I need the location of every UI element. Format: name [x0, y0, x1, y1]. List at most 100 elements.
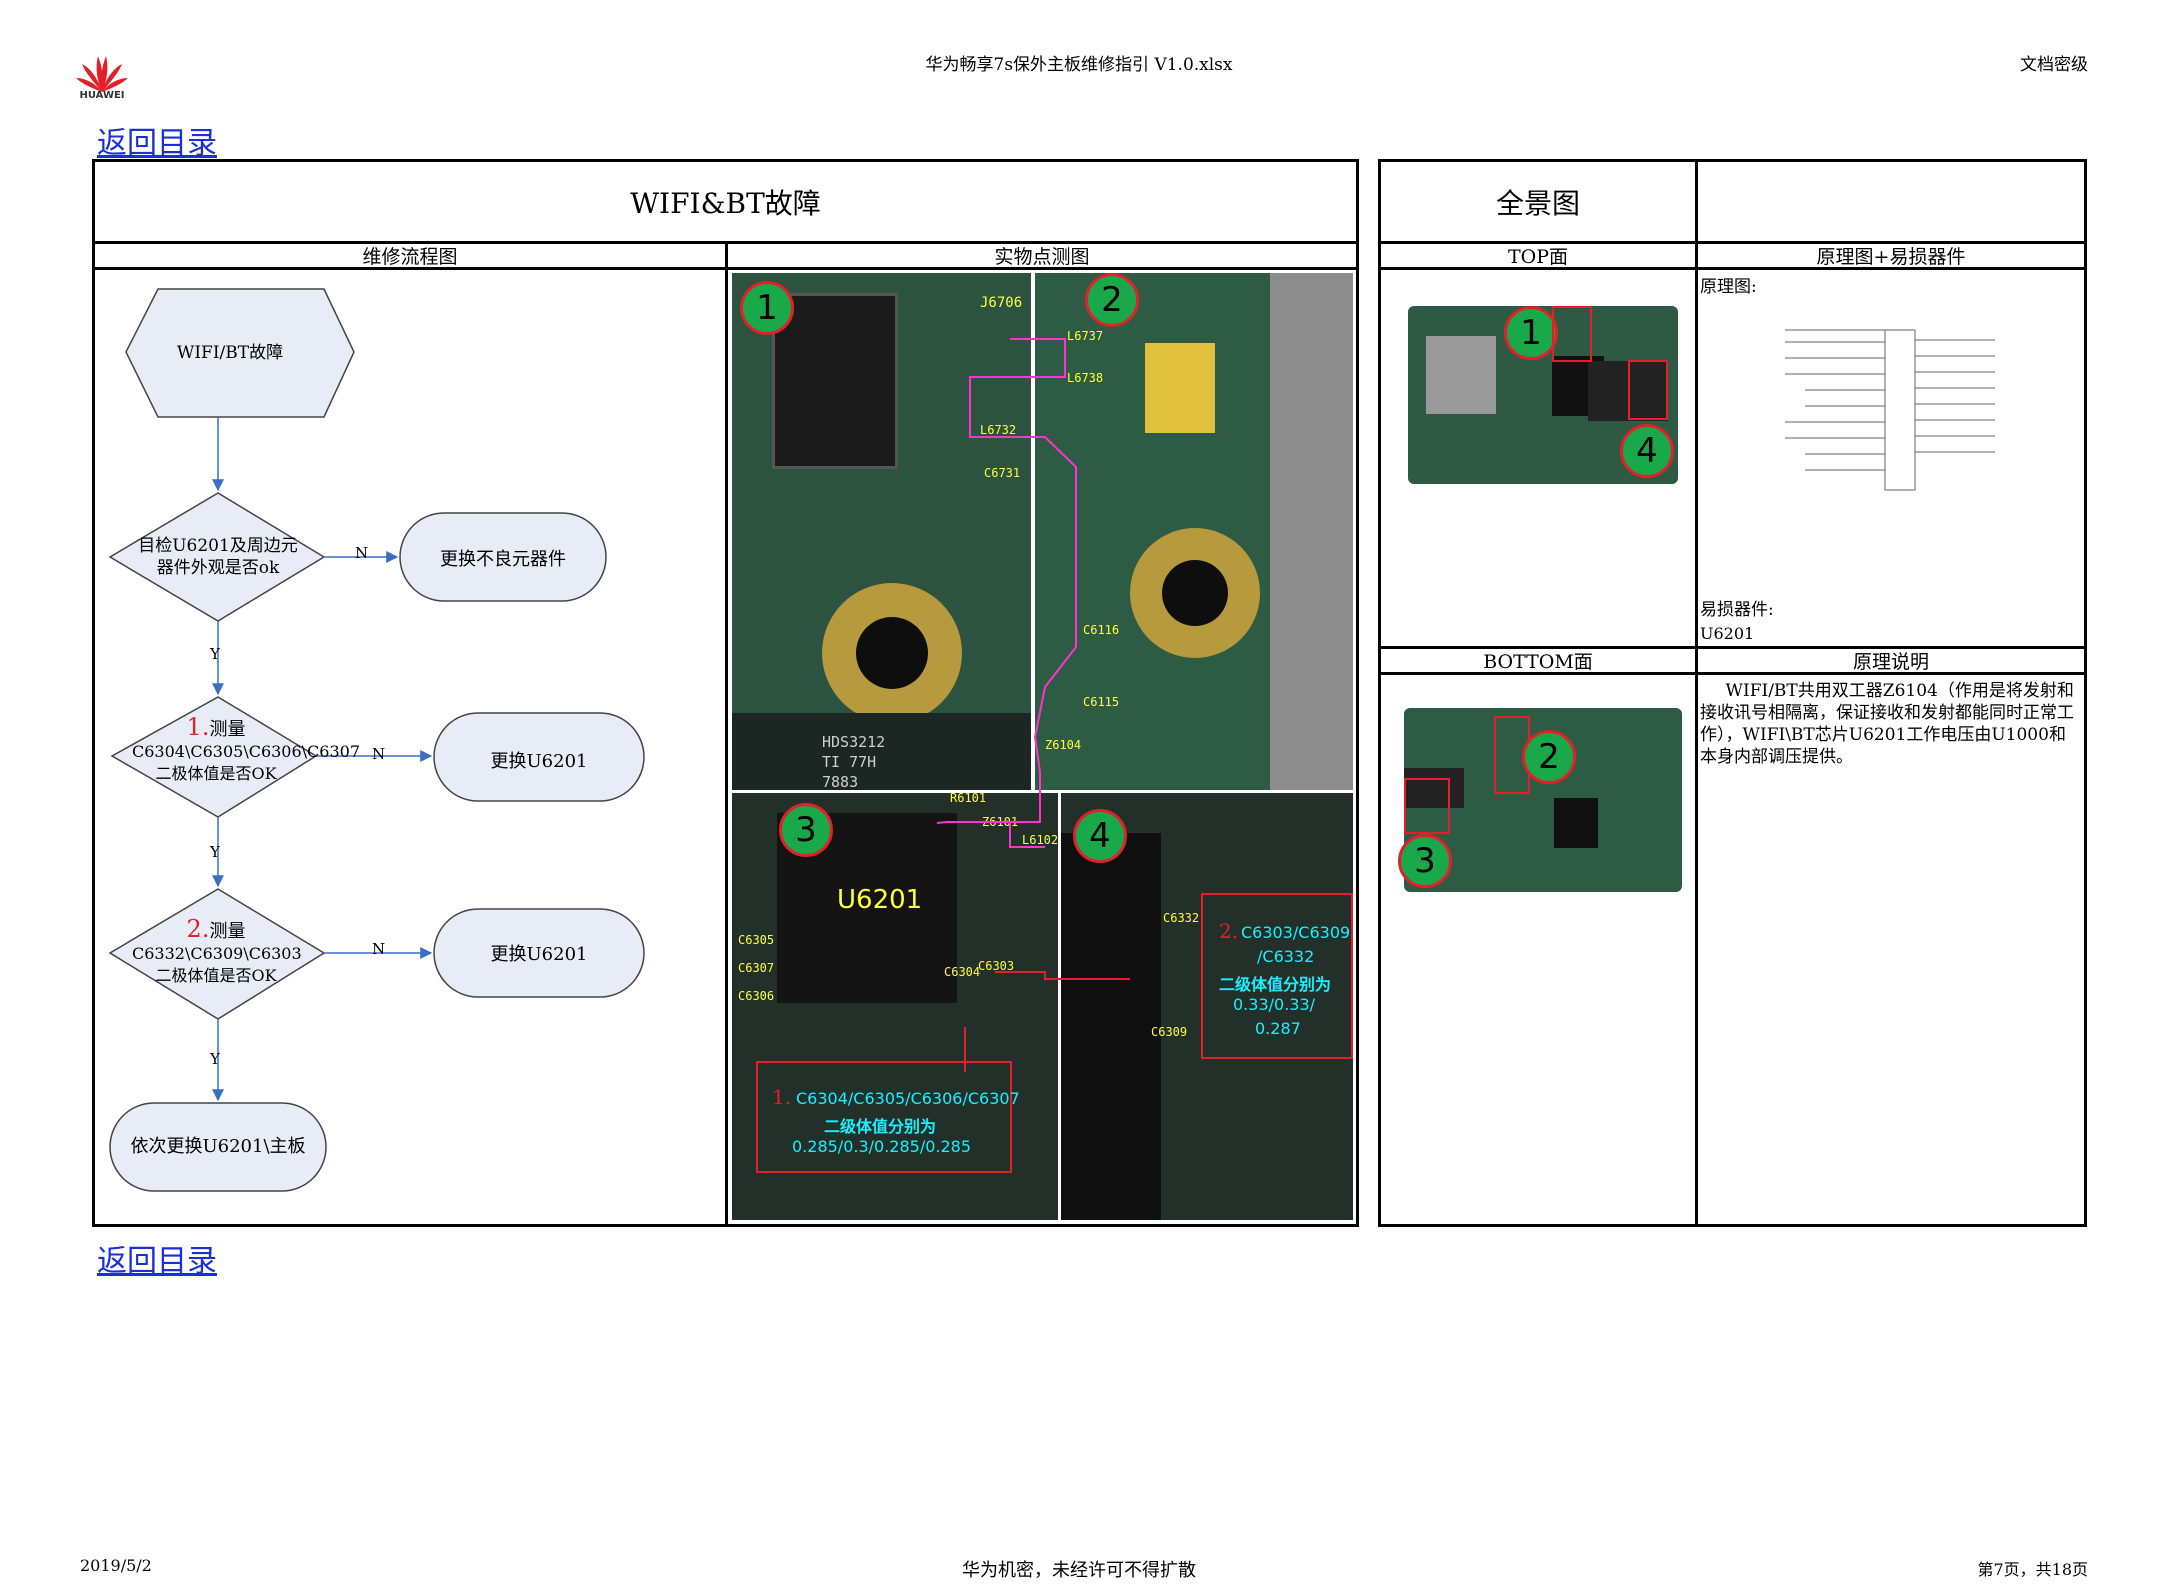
callout-1-number: 1.: [772, 1085, 792, 1109]
photo-cell: [725, 267, 1359, 1227]
logo-wordmark: HUAWEI: [79, 90, 125, 101]
photo-panel-4: 4 C6332 C6309 2. C6303/C6309 /C6332 二级体值…: [1061, 793, 1353, 1220]
silk-text-3: 7883: [822, 773, 859, 790]
photo-panel-1: HDS3212 TI 77H 7883 1 J6706 L6732 C6731: [732, 273, 1031, 790]
decision-3-number: 2.: [186, 915, 210, 943]
label-c6115: C6115: [1083, 695, 1120, 709]
label-c6305: C6305: [738, 933, 775, 947]
marker-1: 1: [740, 281, 794, 335]
callout-1-box: [756, 1061, 1012, 1173]
decision-2-number: 1.: [186, 713, 210, 741]
decision-3-detail: C6332\C6309\C6303二极体值是否OK: [132, 944, 302, 985]
security-level: 文档密级: [2020, 55, 2088, 75]
principle-header: 原理说明: [1852, 651, 1929, 673]
chip-label: U6201: [837, 885, 923, 915]
photo-panel-2: 2 L6737 L6738 C6116 C6115 Z6104: [1035, 273, 1353, 790]
panorama-title: 全景图: [1495, 186, 1580, 220]
photo-panel-3: U6201 3 R6101 Z6101 L6102 C6305 C6307 C6…: [732, 793, 1058, 1220]
schematic-label: 原理图:: [1700, 277, 1757, 297]
photo-header-cell: 实物点测图: [725, 241, 1359, 270]
decision-2-label: 测量: [209, 719, 246, 740]
label-j6706: J6706: [980, 295, 1023, 311]
flow-start-text: WIFI/BT故障: [176, 343, 284, 363]
footer-page-number: 第7页，共18页: [1977, 1560, 2088, 1579]
fault-title: WIFI&BT故障: [630, 186, 821, 220]
label-z6104: Z6104: [1045, 738, 1082, 752]
principle-text: WIFI/BT共用双工器Z6104（作用是将发射和接收讯号相隔离，保证接收和发射…: [1700, 681, 2074, 767]
document-title: 华为畅享7s保外主板维修指引 V1.0.xlsx: [925, 55, 1233, 75]
bottom-board-photo: 2 3: [1398, 708, 1682, 892]
decision-2-text: 1.测量 C6304\C6305\C6306\C6307二极体值是否OK: [132, 713, 360, 785]
photo-header: 实物点测图: [994, 246, 1090, 268]
decision-3-label: 测量: [209, 921, 246, 942]
result-1-box: [399, 512, 607, 602]
top-marker-4: 4: [1620, 424, 1674, 478]
top-marker-1: 1: [1504, 306, 1558, 360]
label-l6737: L6737: [1067, 329, 1104, 343]
bottom-marker-3: 3: [1398, 834, 1452, 888]
label-r6101: R6101: [950, 793, 987, 805]
yes-label-2: Y: [210, 843, 220, 861]
marker-2: 2: [1085, 273, 1139, 327]
gold-pad: [1145, 343, 1215, 433]
label-c6116: C6116: [1083, 623, 1120, 637]
result-2-text: 更换U6201: [490, 751, 588, 772]
back-to-toc-link-bottom[interactable]: 返回目录: [97, 1244, 217, 1279]
flow-header: 维修流程图: [362, 246, 458, 268]
no-label-2: N: [372, 745, 386, 763]
callout-2-number: 2.: [1219, 919, 1239, 943]
label-c6306: C6306: [738, 989, 775, 1003]
end-text: 依次更换U6201\主板: [130, 1136, 306, 1157]
decision-1-text: 目检U6201及周边元器件外观是否ok: [138, 536, 298, 578]
callout-1-label: 二级体值分别为: [824, 1117, 937, 1136]
principle-cell: [1695, 672, 2087, 1227]
callout-2-caps: C6303/C6309: [1241, 923, 1351, 942]
result-3-box: [433, 908, 645, 998]
top-header: TOP面: [1507, 246, 1569, 268]
bottom-header-cell: BOTTOM面: [1378, 646, 1698, 675]
back-to-toc-link-top[interactable]: 返回目录: [97, 126, 217, 161]
bottom-header: BOTTOM面: [1483, 651, 1593, 673]
fault-title-cell: WIFI&BT故障: [92, 159, 1359, 244]
principle-header-cell: 原理说明: [1695, 646, 2087, 675]
result-3-text: 更换U6201: [490, 944, 588, 965]
panorama-blank-cell: [1695, 159, 2087, 244]
label-l6738: L6738: [1067, 371, 1104, 385]
decision-3-text: 2.测量 C6332\C6309\C6303二极体值是否OK: [132, 915, 302, 987]
marker-3: 3: [779, 803, 833, 857]
decision-2-detail: C6304\C6305\C6306\C6307二极体值是否OK: [132, 742, 361, 783]
trace-overlay: [936, 338, 1130, 1072]
label-c6332: C6332: [1163, 911, 1200, 925]
marker-4: 4: [1073, 809, 1127, 863]
label-c6309: C6309: [1151, 1025, 1188, 1039]
schematic-header: 原理图+易损器件: [1816, 246, 1966, 268]
schematic-thumbnail: [1785, 329, 1995, 491]
footer-confidential: 华为机密，未经许可不得扩散: [962, 1560, 1196, 1581]
vulnerable-label: 易损器件:: [1700, 600, 1774, 620]
silk-text-1: HDS3212: [822, 733, 886, 751]
result-1-text: 更换不良元器件: [440, 549, 566, 570]
start-hexagon: [125, 288, 355, 418]
end-box: [109, 1102, 327, 1192]
panorama-title-cell: 全景图: [1378, 159, 1698, 244]
footer-date: 2019/5/2: [80, 1556, 152, 1575]
silk-text-2: TI 77H: [822, 753, 877, 771]
callout-2-box: [1201, 893, 1353, 1059]
label-c6304: C6304: [944, 965, 981, 979]
callout-1-caps: C6304/C6305/C6306/C6307: [796, 1089, 1020, 1108]
callout-2-values-2: 0.287: [1255, 1019, 1301, 1038]
yes-label-3: Y: [210, 1050, 220, 1068]
callout-2-cap3: /C6332: [1257, 947, 1315, 966]
schematic-header-cell: 原理图+易损器件: [1695, 241, 2087, 270]
no-label-3: N: [372, 940, 386, 958]
callout-2-values: 0.33/0.33/: [1233, 995, 1316, 1014]
vulnerable-part: U6201: [1700, 624, 1755, 643]
label-c6307: C6307: [738, 961, 775, 975]
yes-label-1: Y: [210, 645, 220, 663]
flow-header-cell: 维修流程图: [92, 241, 728, 270]
flowchart: [108, 288, 645, 1192]
top-header-cell: TOP面: [1378, 241, 1698, 270]
callout-2-label: 二级体值分别为: [1219, 975, 1332, 994]
no-label-1: N: [355, 544, 369, 562]
result-2-box: [433, 712, 645, 802]
